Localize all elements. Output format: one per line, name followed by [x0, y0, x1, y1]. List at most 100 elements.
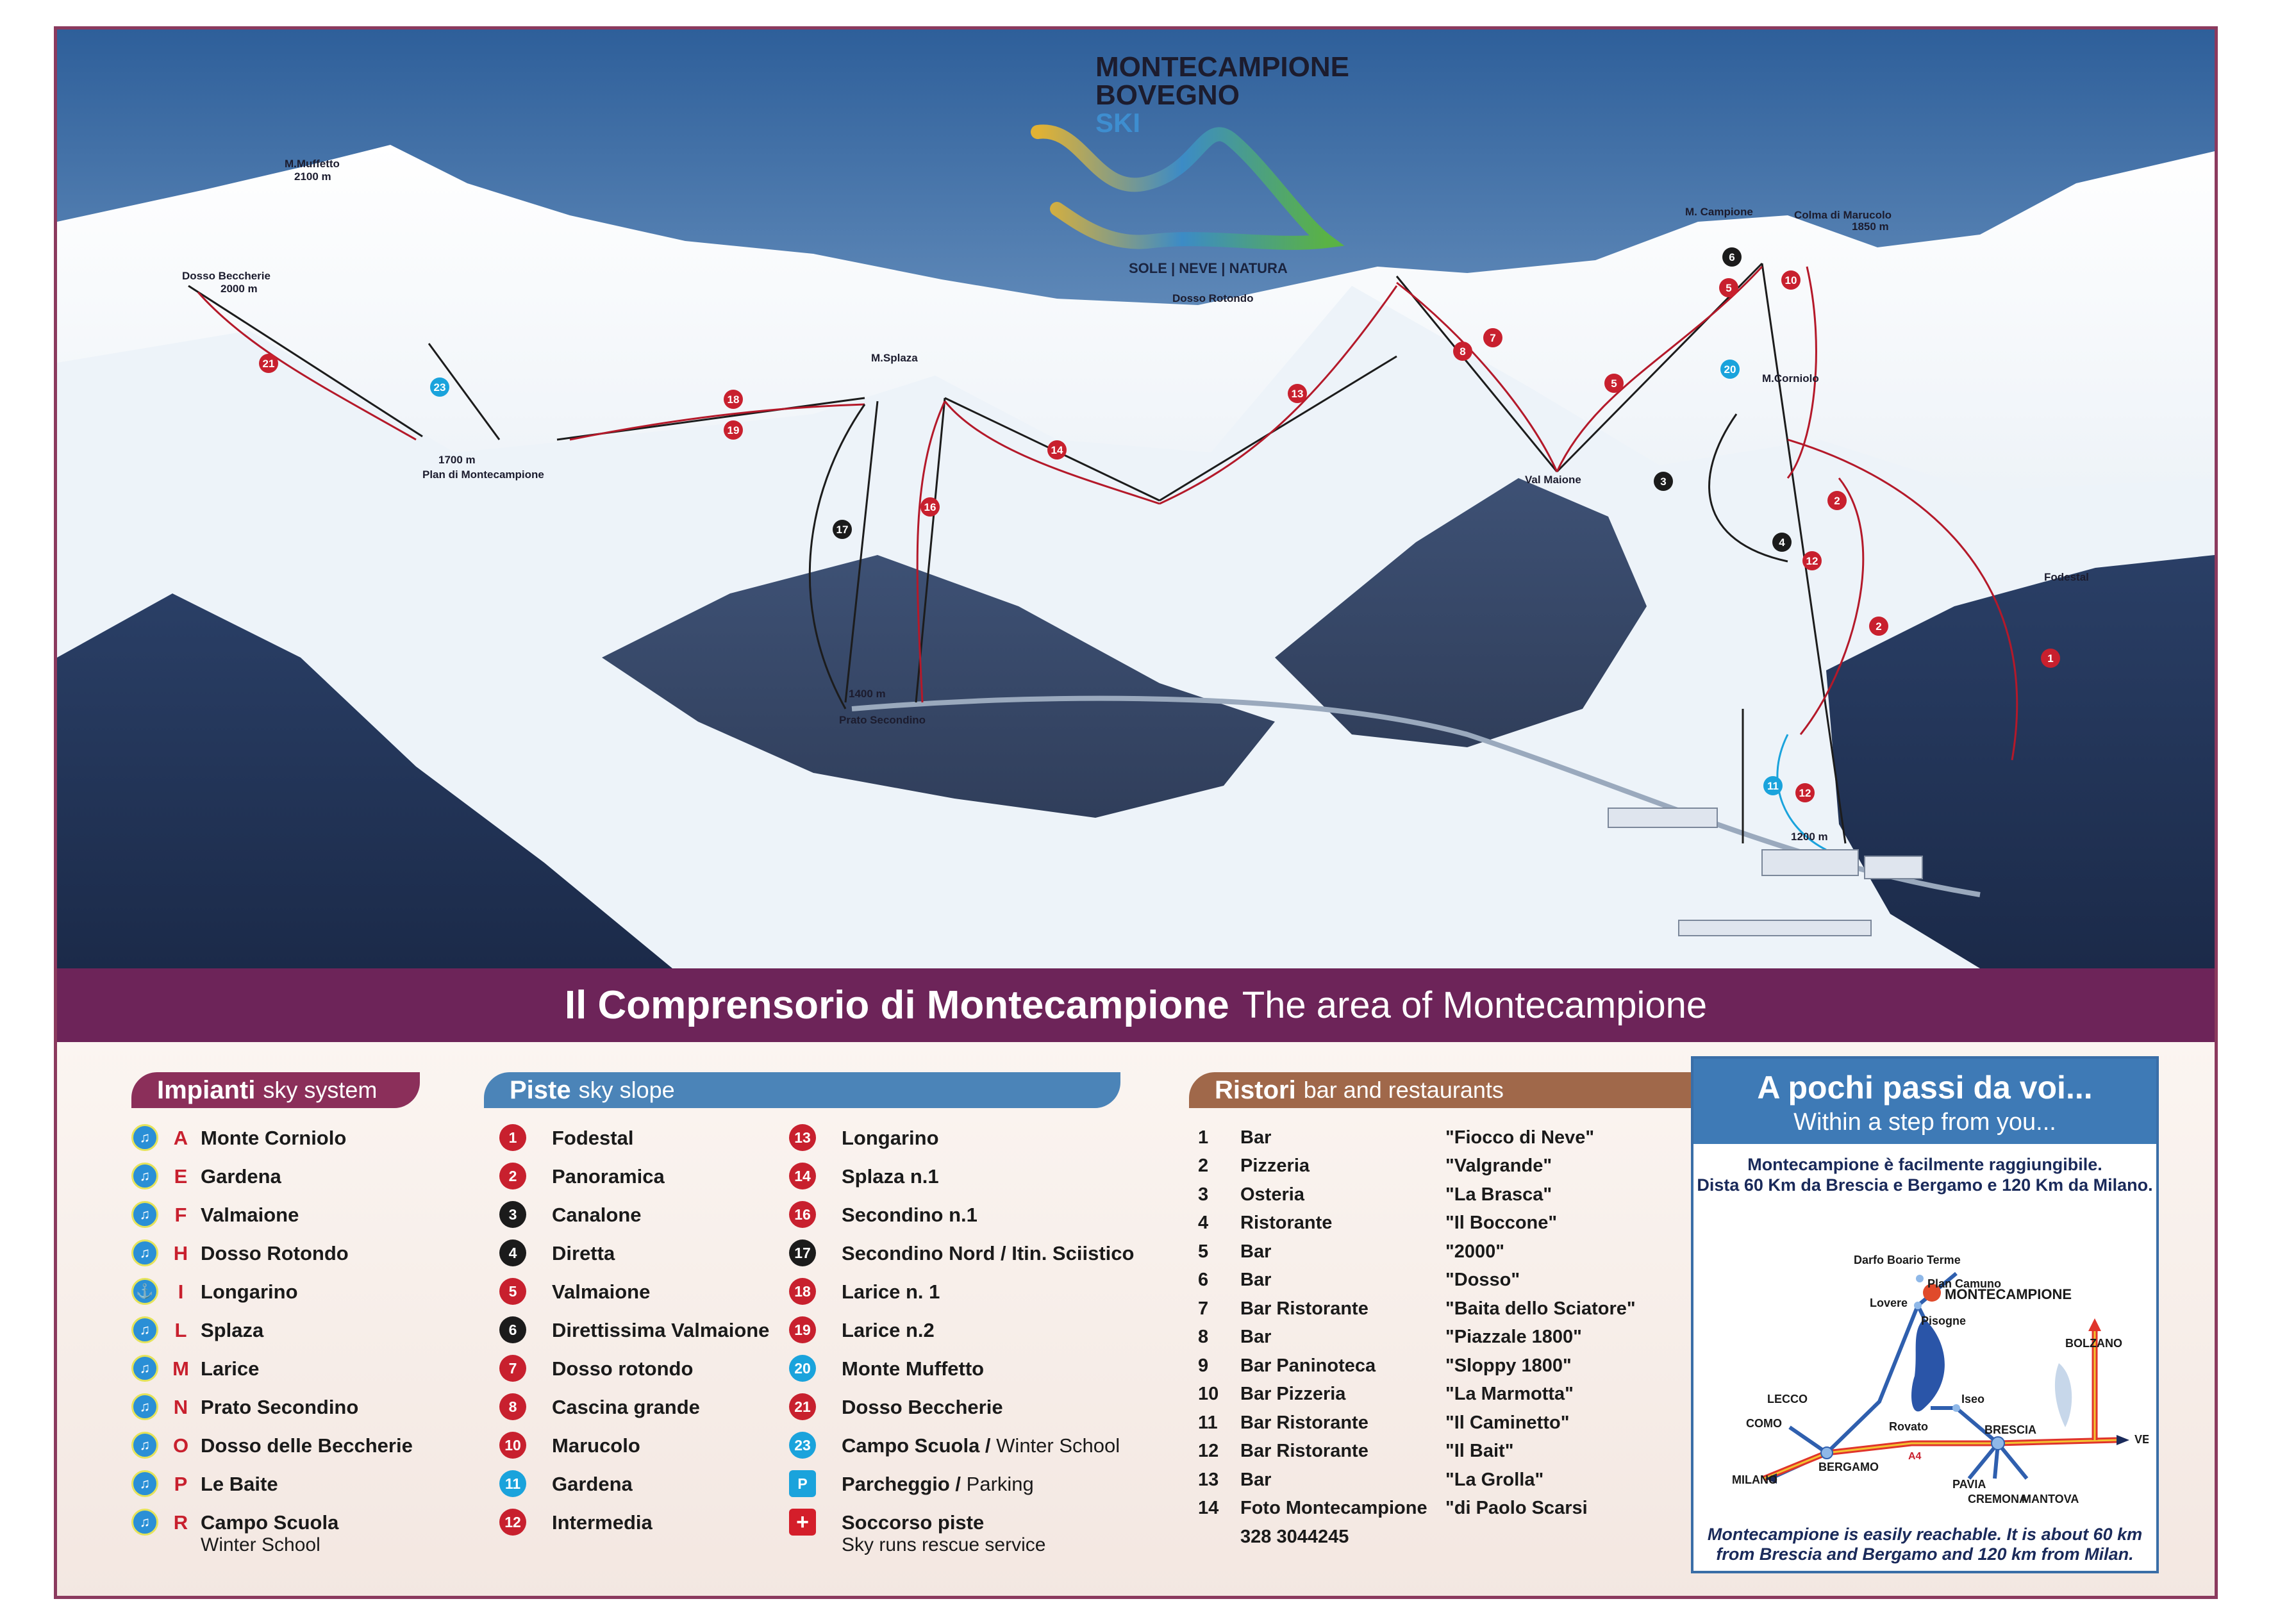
run-marker: 18 — [724, 390, 743, 409]
lift-letter: R — [173, 1511, 188, 1534]
run-name-main: Campo Scuola / — [842, 1434, 991, 1457]
parking-name-main: Parcheggio / — [842, 1473, 961, 1495]
restaurant-name: "2000" — [1445, 1241, 1505, 1262]
pisogne-dot — [1914, 1302, 1922, 1309]
rescue-cross-icon: + — [789, 1509, 816, 1536]
red-run-icon: 10 — [499, 1432, 526, 1459]
restaurant-name: "Piazzale 1800" — [1445, 1327, 1582, 1347]
restaurant-type: Bar Ristorante — [1240, 1413, 1368, 1433]
place-label: MANTOVA — [2022, 1493, 2079, 1504]
road-map-svg: Darfo Boario Terme Plan Camuno MONTECAMP… — [1732, 1254, 2184, 1505]
svg-text:10: 10 — [1785, 274, 1797, 286]
red-run-icon: 21 — [789, 1393, 816, 1420]
restaurant-num: 5 — [1198, 1241, 1209, 1262]
restaurant-type: Pizzeria — [1240, 1156, 1310, 1176]
run-name: Cascina grande — [552, 1396, 700, 1418]
run-name: Fodestal — [552, 1127, 634, 1149]
lift-name: Le Baite — [201, 1473, 278, 1495]
montecampione-logo: MONTECAMPIONE BOVEGNO SKI SOLE | NEVE | … — [1031, 51, 1349, 276]
restaurant-type: Bar — [1240, 1241, 1272, 1262]
parking-name-en: Parking — [966, 1473, 1034, 1495]
bergamo-dot — [1820, 1446, 1833, 1459]
restaurant-num: 10 — [1198, 1384, 1219, 1404]
place-label: CREMONA — [1968, 1493, 2027, 1504]
restaurant-num: 3 — [1198, 1184, 1209, 1205]
peak-label: M.Corniolo — [1762, 372, 1819, 385]
brescia-dot — [1991, 1436, 2005, 1450]
lake-iseo — [1911, 1318, 1945, 1412]
run-item: 1 Fodestal — [499, 1124, 634, 1151]
run-name: Splaza n.1 — [842, 1165, 939, 1188]
svg-text:2: 2 — [1834, 495, 1840, 507]
red-run-icon: 19 — [789, 1316, 816, 1343]
run-name: Larice n. 1 — [842, 1280, 940, 1303]
run-name-en: Winter School — [996, 1434, 1120, 1457]
lift-name: Valmaione — [201, 1204, 299, 1226]
lift-name: Gardena — [201, 1165, 281, 1188]
restaurant-name: "Sloppy 1800" — [1445, 1355, 1572, 1376]
restaurant-type: Ristorante — [1240, 1213, 1333, 1233]
red-run-icon: 5 — [499, 1278, 526, 1305]
piste-subtitle: sky slope — [578, 1077, 675, 1103]
restaurant-type: Bar — [1240, 1127, 1272, 1148]
run-marker: 7 — [1483, 328, 1502, 347]
place-label: BERGAMO — [1818, 1461, 1879, 1473]
run-name: Diretta — [552, 1242, 615, 1264]
forest-left — [57, 593, 672, 968]
lift-letter: I — [178, 1280, 184, 1303]
lift-icon: ♫ — [131, 1355, 158, 1382]
lift-icon: ♫ — [131, 1201, 158, 1228]
run-marker: 3 — [1654, 472, 1673, 491]
run-item: 21 Dosso Beccherie — [789, 1393, 1003, 1420]
run-name: Longarino — [842, 1127, 939, 1149]
svg-text:20: 20 — [1724, 363, 1736, 376]
restaurant-type: Bar — [1240, 1327, 1272, 1347]
restaurant-name: "Valgrande" — [1445, 1156, 1552, 1176]
run-marker: 14 — [1047, 440, 1067, 460]
run-marker: 6 — [1722, 247, 1742, 267]
run-name: Dosso Beccherie — [842, 1396, 1003, 1418]
peak-label: Colma di Marucolo — [1794, 209, 1892, 221]
ristori-title: Ristori — [1215, 1075, 1296, 1104]
piste-title: Piste — [510, 1075, 571, 1104]
svg-text:7: 7 — [1490, 332, 1495, 344]
red-run-lines — [197, 265, 2018, 761]
arrow-verona-icon — [2117, 1435, 2129, 1445]
blue-run-icon: 20 — [789, 1355, 816, 1382]
peak-alt: 2000 m — [220, 283, 258, 295]
black-run-icon: 6 — [499, 1316, 526, 1343]
lift-name: Monte Corniolo — [201, 1127, 347, 1149]
run-marker: 13 — [1288, 384, 1307, 403]
road-map: Darfo Boario Terme Plan Camuno MONTECAMP… — [1706, 1216, 2184, 1505]
restaurant-num: 1 — [1198, 1127, 1209, 1148]
lift-name: Splaza — [201, 1319, 264, 1341]
lift-icon: ♫ — [131, 1432, 158, 1459]
black-run-lines — [808, 404, 1788, 709]
impianti-header: Impianti sky system — [131, 1072, 420, 1108]
lift-icon: ♫ — [131, 1239, 158, 1266]
red-run-icon: 1 — [499, 1124, 526, 1151]
peak-alt: 2100 m — [294, 170, 331, 183]
lift-name-sub: Winter School — [201, 1534, 320, 1555]
svg-text:5: 5 — [1726, 282, 1731, 294]
lift-letter: F — [174, 1204, 187, 1226]
a4-motorway-center — [1763, 1439, 2117, 1480]
lift-letter: N — [173, 1396, 188, 1418]
place-label: MONTECAMPIONE — [1945, 1286, 2072, 1302]
peak-label: Val Maione — [1525, 474, 1581, 486]
lift-letter: M — [172, 1357, 189, 1380]
lift-letter: O — [172, 1434, 189, 1457]
restaurant-num: 9 — [1198, 1355, 1209, 1376]
run-marker: 4 — [1772, 533, 1792, 552]
run-marker: 5 — [1719, 278, 1738, 297]
run-marker: 20 — [1720, 360, 1740, 379]
lift-name: Prato Secondino — [201, 1396, 359, 1418]
road-map-labels: Darfo Boario Terme Plan Camuno MONTECAMP… — [1732, 1254, 2184, 1505]
